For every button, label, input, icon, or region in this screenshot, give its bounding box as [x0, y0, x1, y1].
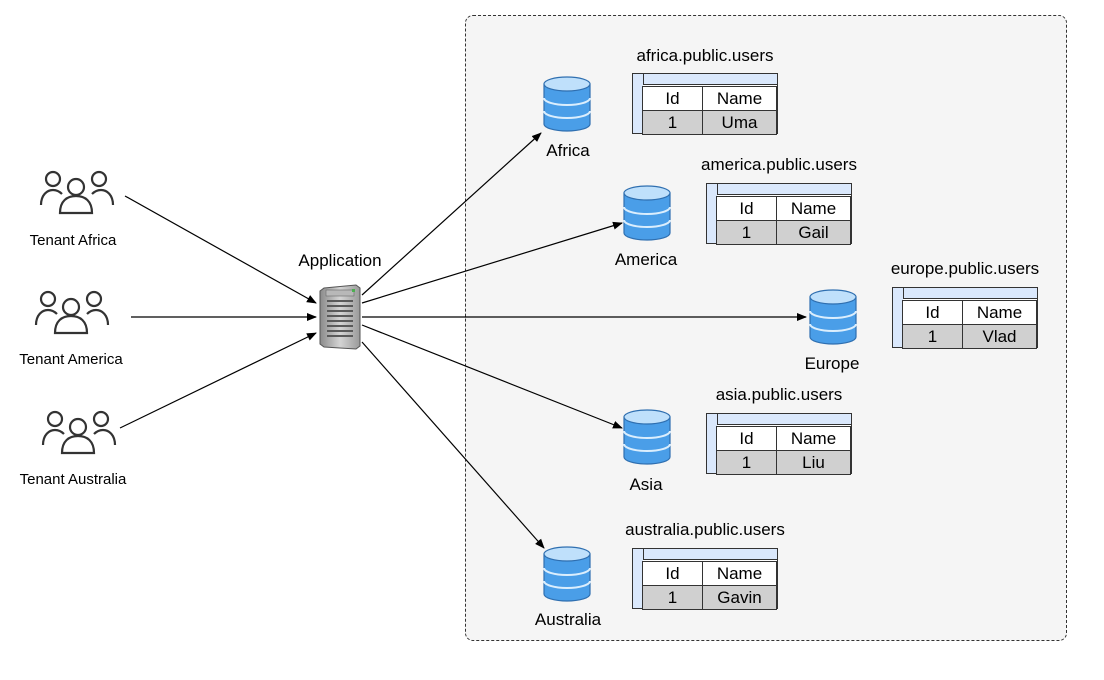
arrow-db-africa	[361, 132, 542, 296]
tenant-label-america: Tenant America	[19, 351, 123, 368]
db-label-america: America	[614, 250, 678, 269]
users-table-africa: Id Name 1 Uma	[632, 73, 778, 135]
db-label-africa: Africa	[546, 141, 590, 160]
table-cell-id: 1	[902, 324, 963, 349]
database-icon-australia	[543, 546, 591, 602]
tenant-label-australia: Tenant Australia	[19, 471, 127, 488]
table-header-id: Id	[716, 196, 777, 221]
table-sidebar	[707, 414, 717, 473]
table-topbar	[717, 184, 851, 195]
table-sidebar	[893, 288, 903, 347]
arrow-tenant-australia	[119, 332, 317, 429]
users-group-icon	[34, 290, 110, 335]
users-group-icon	[41, 410, 117, 455]
table-header-name: Name	[702, 86, 777, 111]
database-icon-europe	[809, 289, 857, 345]
table-title-europe: europe.public.users	[890, 259, 1040, 278]
table-cell-name: Gavin	[702, 585, 777, 610]
table-sidebar	[707, 184, 717, 243]
table-header-id: Id	[902, 300, 963, 325]
server-icon	[319, 284, 361, 350]
table-cell-id: 1	[716, 220, 777, 245]
table-sidebar	[633, 74, 643, 133]
users-table-europe: Id Name 1 Vlad	[892, 287, 1038, 349]
users-table-asia: Id Name 1 Liu	[706, 413, 852, 475]
table-header-name: Name	[776, 426, 851, 451]
table-cell-id: 1	[642, 110, 703, 135]
arrow-db-america	[361, 221, 623, 304]
table-cell-id: 1	[716, 450, 777, 475]
table-cell-name: Gail	[776, 220, 851, 245]
arrow-db-australia	[361, 341, 545, 549]
table-title-america: america.public.users	[701, 155, 857, 174]
table-header-name: Name	[702, 561, 777, 586]
table-cell-name: Uma	[702, 110, 777, 135]
table-topbar	[717, 414, 851, 425]
table-topbar	[903, 288, 1037, 299]
db-label-europe: Europe	[804, 354, 860, 373]
table-topbar	[643, 74, 777, 85]
table-header-name: Name	[776, 196, 851, 221]
database-icon-africa	[543, 76, 591, 132]
database-icon-asia	[623, 409, 671, 465]
db-label-asia: Asia	[629, 475, 663, 494]
db-label-australia: Australia	[534, 610, 602, 629]
table-title-asia: asia.public.users	[715, 385, 843, 404]
table-header-id: Id	[642, 86, 703, 111]
table-title-australia: australia.public.users	[625, 520, 785, 539]
table-header-name: Name	[962, 300, 1037, 325]
table-header-id: Id	[716, 426, 777, 451]
table-topbar	[643, 549, 777, 560]
table-cell-id: 1	[642, 585, 703, 610]
table-cell-name: Liu	[776, 450, 851, 475]
users-table-australia: Id Name 1 Gavin	[632, 548, 778, 610]
table-header-id: Id	[642, 561, 703, 586]
users-group-icon	[39, 170, 115, 215]
tenant-label-africa: Tenant Africa	[29, 232, 117, 249]
table-title-africa: africa.public.users	[636, 46, 774, 65]
table-cell-name: Vlad	[962, 324, 1037, 349]
arrow-db-asia	[361, 324, 623, 429]
database-icon-america	[623, 185, 671, 241]
users-table-america: Id Name 1 Gail	[706, 183, 852, 245]
arrow-tenant-africa	[124, 195, 317, 304]
table-sidebar	[633, 549, 643, 608]
application-label: Application	[298, 251, 382, 270]
